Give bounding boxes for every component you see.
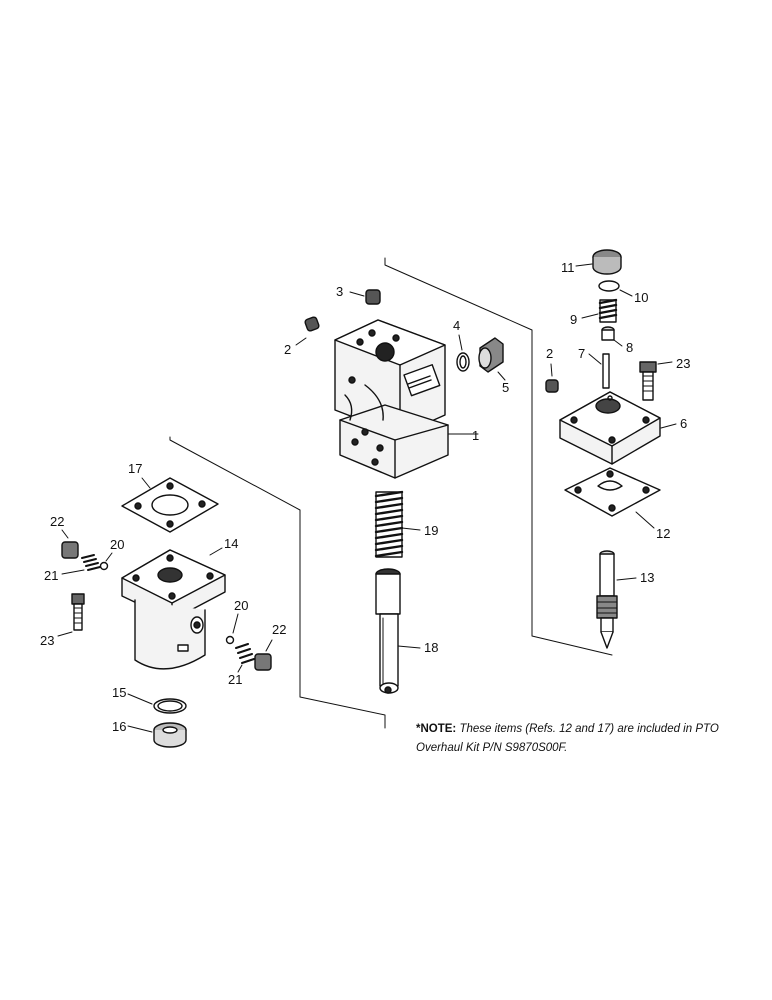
ref-label-18: 18 <box>424 640 438 655</box>
ref-label-21a: 21 <box>44 568 58 583</box>
ref-label-15: 15 <box>112 685 126 700</box>
ref-label-12: 12 <box>656 526 670 541</box>
part-18-piston-rod <box>375 568 421 694</box>
reference-labels: 1 2 2 3 4 5 6 7 8 9 10 11 12 13 14 15 16… <box>40 260 690 734</box>
ref-label-14: 14 <box>224 536 238 551</box>
kit-note: *NOTE: These items (Refs. 12 and 17) are… <box>416 720 756 758</box>
part-6-cover-plate <box>559 391 677 465</box>
part-9-spring <box>581 298 618 323</box>
part-22-plug-left <box>61 529 79 559</box>
ref-label-6: 6 <box>680 416 687 431</box>
ref-label-22a: 22 <box>50 514 64 529</box>
part-2-set-screw-right <box>545 363 559 393</box>
ref-label-20a: 20 <box>110 537 124 552</box>
ref-label-23a: 23 <box>40 633 54 648</box>
part-4-o-ring <box>456 334 470 372</box>
part-16-seal <box>127 722 187 748</box>
part-13-valve-spool <box>596 550 637 649</box>
part-15-o-ring <box>127 693 187 714</box>
part-23-bolt-left <box>57 593 85 637</box>
part-5-fitting <box>478 337 506 381</box>
part-2-set-screw-left <box>295 316 320 346</box>
ref-label-1: 1 <box>472 428 479 443</box>
part-21-spring-left <box>61 554 101 575</box>
part-10-seal-ring <box>598 280 633 297</box>
ref-label-13: 13 <box>640 570 654 585</box>
part-12-gasket <box>564 467 661 529</box>
part-20-ball-left <box>99 552 113 571</box>
ref-label-3: 3 <box>336 284 343 299</box>
ref-label-21b: 21 <box>228 672 242 687</box>
part-14-housing <box>121 547 226 670</box>
part-7-pin <box>588 353 610 389</box>
ref-label-4: 4 <box>453 318 460 333</box>
note-line-2: Overhaul Kit P/N S9870S00F. <box>416 742 568 754</box>
ref-label-9: 9 <box>570 312 577 327</box>
ref-label-22b: 22 <box>272 622 286 637</box>
ref-label-23b: 23 <box>676 356 690 371</box>
assembly-guide-lines <box>169 257 613 729</box>
part-20-ball-right <box>225 613 239 645</box>
ref-label-17: 17 <box>128 461 142 476</box>
ref-label-5: 5 <box>502 380 509 395</box>
ref-label-16: 16 <box>112 719 126 734</box>
part-22-plug-right <box>254 639 273 671</box>
ref-label-7: 7 <box>578 346 585 361</box>
ref-label-20b: 20 <box>234 598 248 613</box>
part-1-valve-body <box>334 319 479 479</box>
part-17-gasket <box>121 477 219 533</box>
part-8-poppet <box>601 326 623 347</box>
part-11-cap <box>575 249 622 275</box>
ref-label-2a: 2 <box>284 342 291 357</box>
part-21-spring-right <box>235 643 255 673</box>
part-3-plug <box>349 289 381 305</box>
note-prefix: *NOTE: <box>416 723 457 735</box>
note-line-1: These items (Refs. 12 and 17) are includ… <box>459 723 719 735</box>
part-19-spring <box>374 490 421 558</box>
ref-label-2b: 2 <box>546 346 553 361</box>
ref-label-10: 10 <box>634 290 648 305</box>
part-23-bolt-right <box>639 361 673 401</box>
ref-label-8: 8 <box>626 340 633 355</box>
ref-label-11: 11 <box>561 260 575 275</box>
ref-label-19: 19 <box>424 523 438 538</box>
